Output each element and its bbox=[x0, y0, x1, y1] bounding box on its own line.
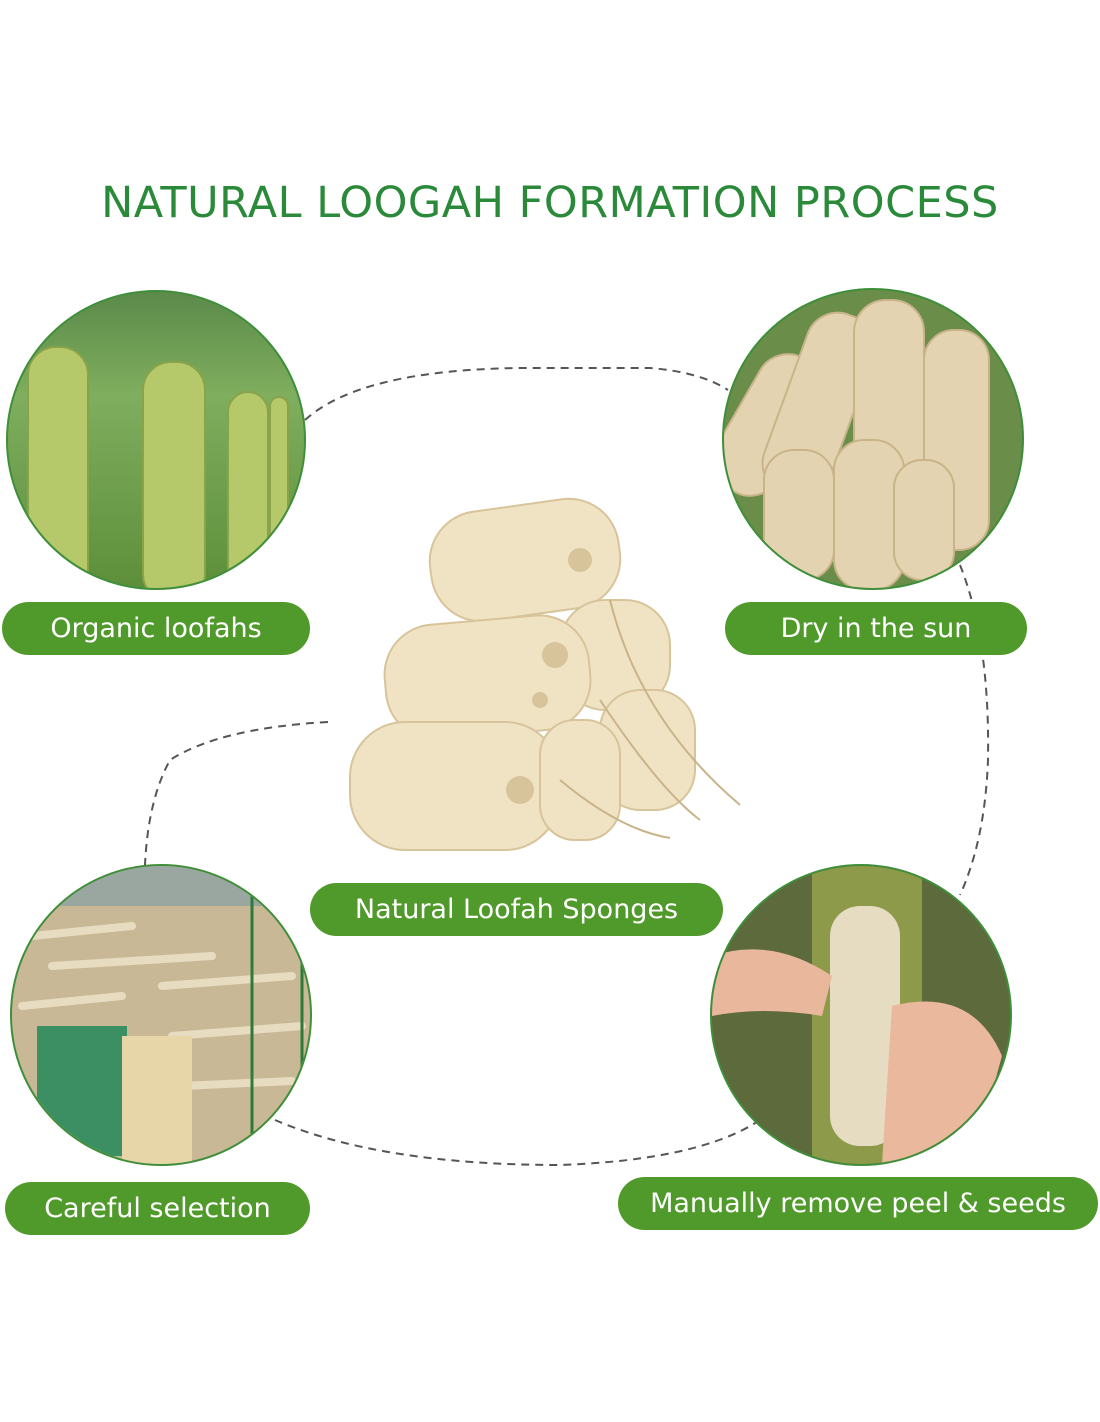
organic-loofahs-photo bbox=[6, 290, 306, 590]
remove-peel-photo bbox=[710, 864, 1012, 1166]
connector-top bbox=[304, 367, 729, 421]
step-natural-loofah-sponges: Natural Loofah Sponges bbox=[310, 883, 723, 936]
step-remove-peel-seeds: Manually remove peel & seeds bbox=[618, 1177, 1098, 1230]
connector-left bbox=[144, 721, 329, 866]
dry-in-sun-photo bbox=[722, 288, 1024, 590]
connector-bottom bbox=[274, 1119, 761, 1167]
step-organic-loofahs: Organic loofahs bbox=[2, 602, 310, 655]
step-dry-in-sun: Dry in the sun bbox=[725, 602, 1027, 655]
careful-selection-photo bbox=[10, 864, 312, 1166]
page-title: NATURAL LOOGAH FORMATION PROCESS bbox=[101, 178, 999, 228]
step-careful-selection: Careful selection bbox=[5, 1182, 310, 1235]
